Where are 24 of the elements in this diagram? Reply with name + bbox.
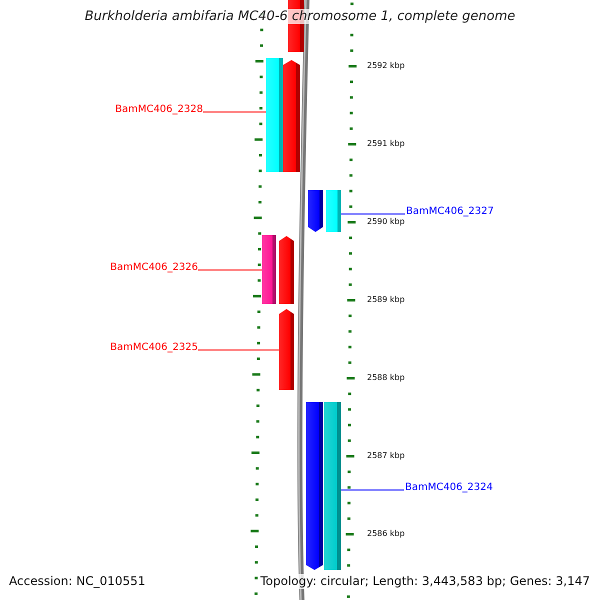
gene-label: BamMC406_2328 [93,104,203,116]
gene-label: BamMC406_2326 [88,262,198,274]
scale-label: 2590 kbp [367,217,405,227]
gene-block [266,58,283,172]
gene-label: BamMC406_2325 [88,342,198,354]
gene-block-pointed [283,60,300,172]
gene-block-pointed [279,236,294,304]
footer-text: Accession: NC_010551 [9,574,146,589]
gene-block [324,402,341,570]
gene-block-pointed [306,402,323,570]
gene-block-pointed [279,309,294,390]
scale-label: 2586 kbp [367,529,405,539]
gene-label: BamMC406_2324 [405,482,515,494]
footer-text: Topology: circular; Length: 3,443,583 bp; Genes: 3,147 [260,574,590,589]
scale-label: 2591 kbp [367,139,405,149]
gene-block [326,190,341,232]
gene-block-pointed [308,190,323,232]
gene-block [262,235,276,304]
scale-label: 2589 kbp [367,295,405,305]
gene-label: BamMC406_2327 [406,206,516,218]
diagram-title: Burkholderia ambifaria MC40-6 chromosome 1, complete genome [84,9,516,24]
scale-label: 2588 kbp [367,373,405,383]
scale-label: 2592 kbp [367,61,405,71]
scale-label: 2587 kbp [367,451,405,461]
